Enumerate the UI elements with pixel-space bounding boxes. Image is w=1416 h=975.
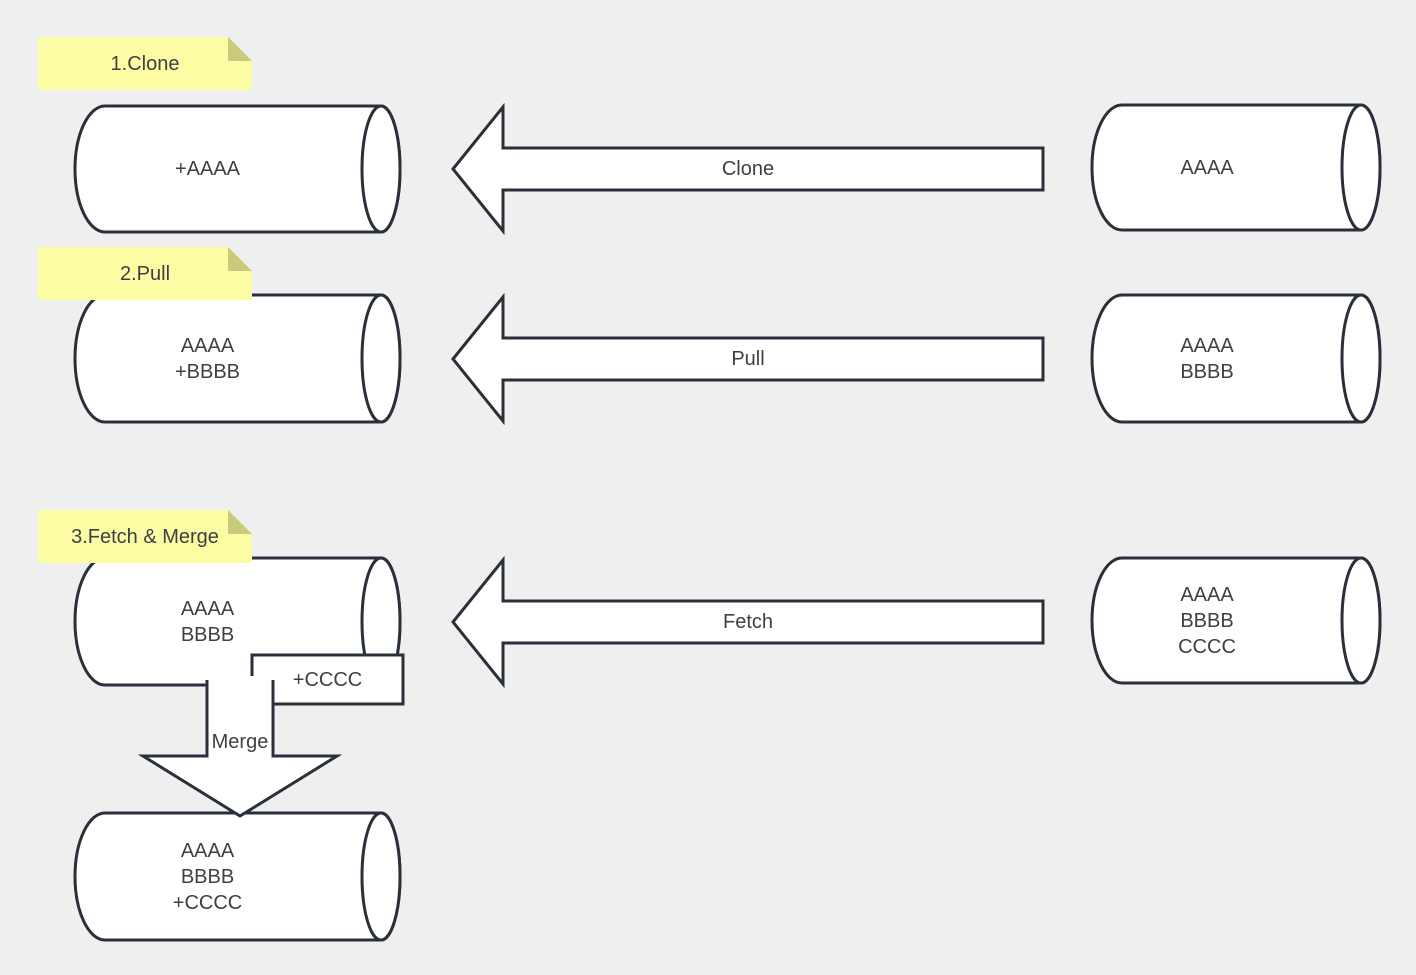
sticky-notes bbox=[38, 37, 252, 563]
merge-arrow-label: Merge bbox=[211, 731, 269, 753]
remote-repo-cylinder-pull-cap bbox=[1340, 293, 1382, 424]
fetch-arrow bbox=[451, 555, 1045, 689]
section-clone bbox=[73, 102, 1382, 236]
clone-note bbox=[38, 37, 252, 90]
remote-repo-fetch-label: AAAA BBBB CCCC bbox=[1178, 583, 1236, 658]
merge-arrow bbox=[137, 680, 343, 818]
clone-note-label: 1.Clone bbox=[110, 52, 180, 75]
local-repo-fetch-label: AAAA BBBB bbox=[180, 597, 235, 646]
fetch-merge-note bbox=[38, 510, 252, 563]
pull-note bbox=[38, 247, 252, 300]
fetch-arrow-label: Fetch bbox=[722, 611, 774, 633]
merge-arrow-fill bbox=[143, 676, 337, 816]
pull-arrow-label: Pull bbox=[731, 348, 765, 370]
local-repo-clone-label: +AAAA bbox=[174, 158, 241, 180]
remote-repo-cylinder-fetch-cap bbox=[1340, 556, 1382, 685]
local-repo-cylinder-pull-cap bbox=[360, 293, 402, 424]
local-repo-cylinder-clone-cap bbox=[360, 104, 402, 234]
fetch-merge-note-label: 3.Fetch & Merge bbox=[71, 525, 219, 548]
section-fetch-merge bbox=[73, 555, 1382, 942]
pull-note-fold-corner bbox=[228, 247, 252, 271]
fetched-changes-box-label: +CCCC bbox=[292, 668, 363, 691]
section-pull bbox=[73, 292, 1382, 426]
remote-repo-clone-label: AAAA bbox=[1180, 156, 1234, 179]
clone-arrow-label: Clone bbox=[721, 158, 775, 180]
pull-arrow bbox=[451, 292, 1045, 426]
local-repo-pull-label: AAAA +BBBB bbox=[174, 334, 241, 383]
clone-note-fold-corner bbox=[228, 37, 252, 61]
remote-repo-cylinder-clone-cap bbox=[1340, 103, 1382, 232]
merged-repo-label: AAAA BBBB +CCCC bbox=[172, 839, 243, 914]
pull-note-label: 2.Pull bbox=[119, 262, 171, 285]
clone-arrow bbox=[451, 102, 1045, 236]
remote-repo-pull-label: AAAA BBBB bbox=[1180, 334, 1234, 383]
merged-repo-cylinder-cap bbox=[360, 811, 402, 942]
fetch-merge-note-fold-corner bbox=[228, 510, 252, 534]
